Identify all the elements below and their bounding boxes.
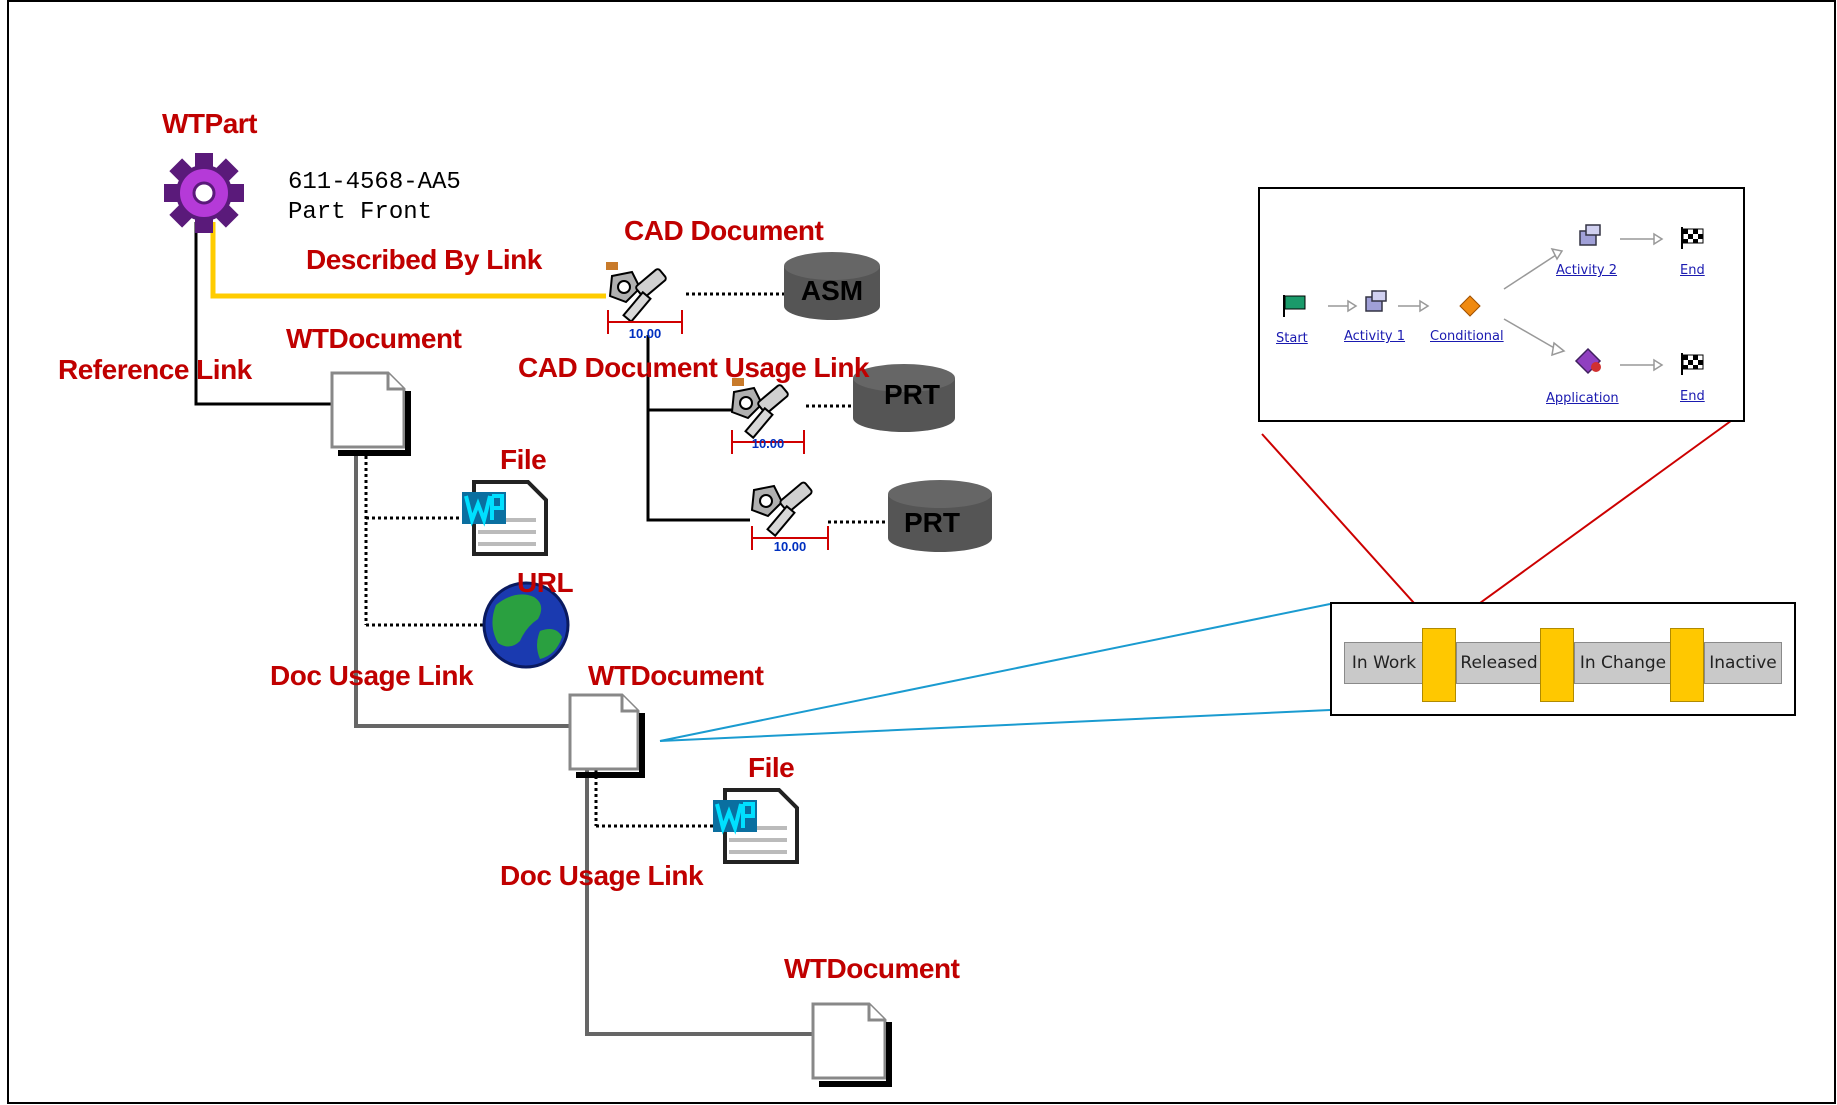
- outer-frame: [7, 0, 1836, 1104]
- wtpart-number: 611-4568-AA5: [288, 169, 461, 196]
- workflow-end-bottom-link[interactable]: End: [1680, 389, 1705, 404]
- cad-usage-link-line-2: [646, 410, 750, 522]
- activity-2-icon: [1579, 224, 1601, 246]
- lifecycle-state-in-work: In Work: [1344, 642, 1424, 684]
- lifecycle-gate-2: [1540, 628, 1574, 702]
- prt-cylinder-1: PRT: [853, 364, 955, 432]
- wtdocument-title-2: WTDocument: [588, 660, 764, 691]
- wtpart-gear-icon: [164, 153, 244, 233]
- end-flag-icon-bottom: [1681, 353, 1704, 375]
- doc-usage-link-label-2: Doc Usage Link: [500, 860, 704, 891]
- reference-link-line: [194, 222, 336, 406]
- workflow-activity-1-link[interactable]: Activity 1: [1344, 329, 1406, 344]
- cad-document-title: CAD Document: [624, 215, 824, 246]
- workflow-connectors: [1283, 224, 1704, 375]
- start-flag-icon: [1283, 295, 1306, 317]
- prt-cylinder-2: PRT: [888, 480, 992, 552]
- prt-label-1: PRT: [884, 379, 940, 410]
- lifecycle-state-in-change: In Change: [1574, 642, 1672, 684]
- wtdocument-icon-3: [811, 1002, 892, 1087]
- lifecycle-state-inactive: Inactive: [1704, 642, 1782, 684]
- lifecycle-diagram: In Work Released In Change Inactive: [1330, 602, 1796, 716]
- application-icon: [1574, 347, 1602, 375]
- lifecycle-gate-3: [1670, 628, 1704, 702]
- workflow-activity-2-link[interactable]: Activity 2: [1556, 263, 1618, 278]
- lifecycle-gate-1: [1422, 628, 1456, 702]
- wtdocument-title-3: WTDocument: [784, 953, 960, 984]
- callout-blue-bottom: [659, 709, 1331, 742]
- cad-dim-label-1: 10.00: [752, 436, 785, 451]
- file-title-1: File: [500, 444, 547, 475]
- callout-red-right: [1439, 417, 1736, 633]
- callout-red-left: [1261, 433, 1441, 633]
- cad-document-icon: 10.00: [606, 262, 683, 341]
- wtdocument-icon-1: [330, 371, 411, 456]
- doc-usage-link-line-2: [585, 770, 812, 1036]
- doc-usage-link-line-1: [354, 450, 570, 728]
- workflow-end-top-link[interactable]: End: [1680, 263, 1705, 278]
- workflow-conditional-link[interactable]: Conditional: [1430, 329, 1504, 344]
- cad-usage-link-label: CAD Document Usage Link: [518, 352, 870, 383]
- workflow-diagram: Start Activity 1 Conditional Activity 2 …: [1258, 187, 1745, 422]
- url-title: URL: [517, 567, 574, 598]
- wtdocument-title-1: WTDocument: [286, 323, 462, 354]
- described-by-link-line: [210, 222, 606, 299]
- workflow-start-link[interactable]: Start: [1276, 331, 1308, 346]
- doc-usage-link-label-1: Doc Usage Link: [270, 660, 474, 691]
- asm-cylinder: ASM: [784, 252, 880, 320]
- asm-label: ASM: [801, 275, 863, 306]
- end-flag-icon-top: [1681, 227, 1704, 249]
- file-icon-2: [713, 788, 799, 864]
- workflow-application-link[interactable]: Application: [1546, 391, 1619, 406]
- wtpart-title: WTPart: [162, 108, 258, 139]
- lifecycle-state-released: Released: [1456, 642, 1542, 684]
- prt-label-2: PRT: [904, 507, 960, 538]
- url-globe-icon: [482, 581, 570, 669]
- conditional-diamond-icon: [1459, 295, 1481, 317]
- file-title-2: File: [748, 752, 795, 783]
- file-icon-1: [462, 480, 548, 556]
- activity-1-icon: [1365, 290, 1387, 312]
- cad-part-icon-2: 10.00: [750, 481, 829, 554]
- described-by-link-label: Described By Link: [306, 244, 542, 275]
- reference-link-label: Reference Link: [58, 354, 252, 385]
- cad-dim-label-2: 10.00: [774, 539, 807, 554]
- cad-part-icon-1: 10.00: [730, 378, 805, 454]
- wtdocument-icon-2: [568, 693, 645, 778]
- cad-dim-label: 10.00: [629, 326, 662, 341]
- wtpart-name: Part Front: [288, 199, 433, 226]
- callout-blue-top: [659, 603, 1331, 742]
